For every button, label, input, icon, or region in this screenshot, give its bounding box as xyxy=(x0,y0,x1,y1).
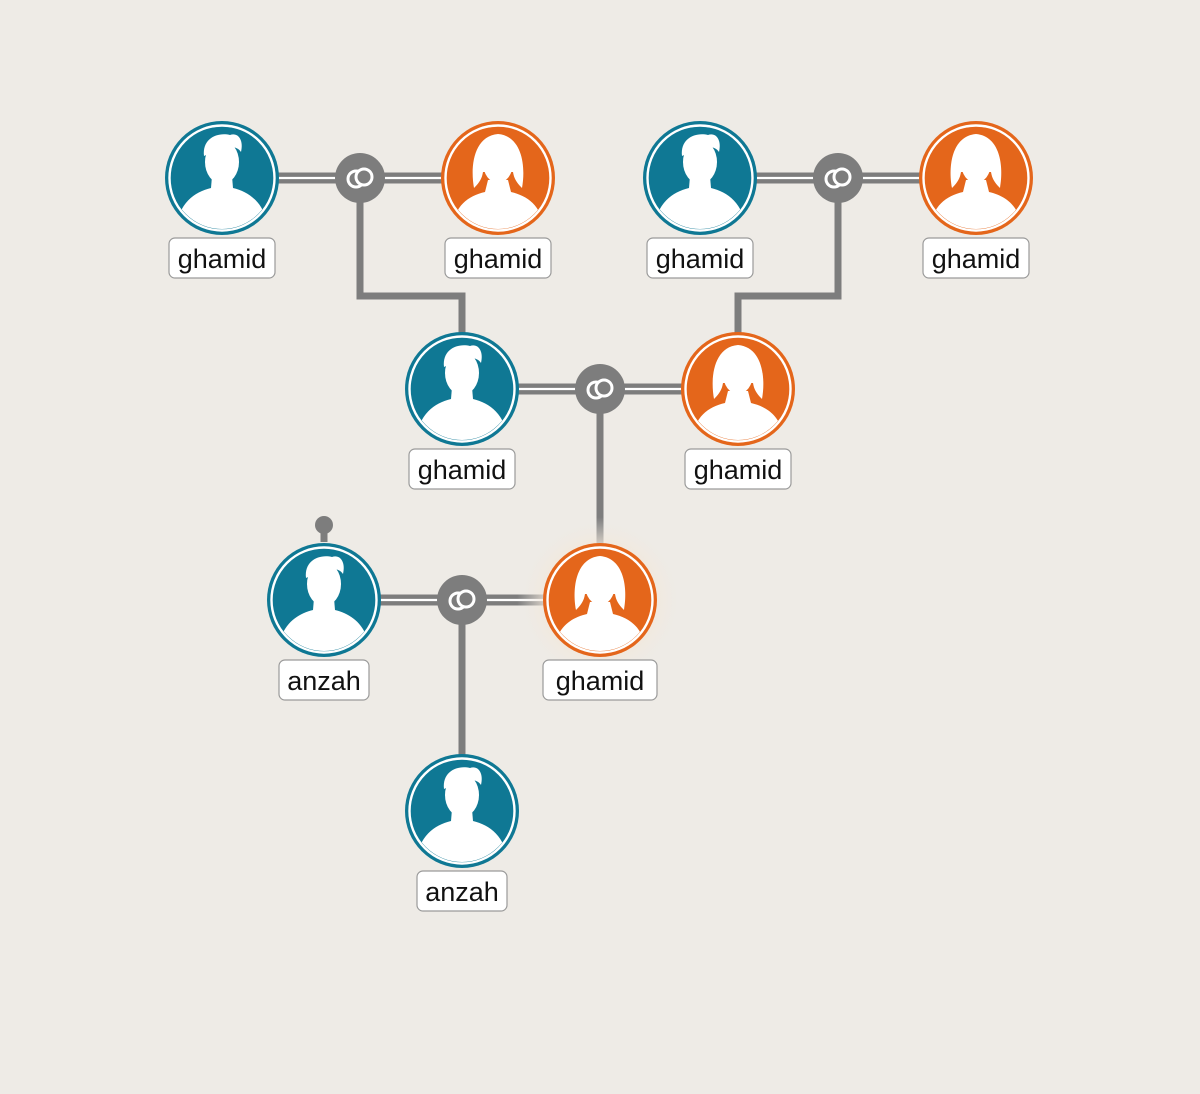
person-node-anzah[interactable]: anzah xyxy=(405,754,519,912)
person-name: ghamid xyxy=(418,455,507,485)
person-name-label: ghamid xyxy=(684,448,792,490)
person-node-ghamid[interactable]: ghamid xyxy=(919,121,1033,279)
male-avatar-icon xyxy=(267,543,381,657)
person-name-label: ghamid xyxy=(922,237,1030,279)
union-nodes xyxy=(335,153,863,625)
female-avatar-icon xyxy=(441,121,555,235)
person-name-label: ghamid xyxy=(646,237,754,279)
child-link xyxy=(734,178,842,334)
marriage-rings-icon xyxy=(448,589,476,611)
male-avatar-icon xyxy=(405,332,519,446)
person-nodes: ghamid ghamid ghamid ghamid ghamid ghamid anza… xyxy=(165,121,1033,912)
person-name: anzah xyxy=(287,666,361,696)
marriage-rings-icon xyxy=(824,167,852,189)
person-node-ghamid[interactable]: ghamid xyxy=(405,332,519,490)
female-avatar-icon xyxy=(681,332,795,446)
female-avatar-icon xyxy=(543,543,657,657)
marriage-rings-icon xyxy=(346,167,374,189)
person-node-ghamid[interactable]: ghamid xyxy=(165,121,279,279)
person-name-label: ghamid xyxy=(408,448,516,490)
person-name: ghamid xyxy=(656,244,745,274)
male-avatar-icon xyxy=(643,121,757,235)
person-node-ghamid[interactable]: ghamid xyxy=(517,517,683,701)
male-avatar-icon xyxy=(405,754,519,868)
person-name: ghamid xyxy=(556,666,645,696)
person-node-ghamid[interactable]: ghamid xyxy=(441,121,555,279)
union-node[interactable] xyxy=(575,364,625,414)
person-name-label: anzah xyxy=(416,870,508,912)
union-node[interactable] xyxy=(813,153,863,203)
child-link xyxy=(356,178,466,334)
union-node[interactable] xyxy=(335,153,385,203)
marriage-rings-icon xyxy=(586,378,614,400)
person-name: ghamid xyxy=(694,455,783,485)
person-name: ghamid xyxy=(932,244,1021,274)
male-avatar-icon xyxy=(165,121,279,235)
add-parent-handle[interactable] xyxy=(315,516,333,542)
person-node-anzah[interactable]: anzah xyxy=(267,516,381,701)
union-node[interactable] xyxy=(437,575,487,625)
female-avatar-icon xyxy=(919,121,1033,235)
person-name: ghamid xyxy=(454,244,543,274)
person-node-ghamid[interactable]: ghamid xyxy=(643,121,757,279)
person-name-label: ghamid xyxy=(168,237,276,279)
person-node-ghamid[interactable]: ghamid xyxy=(681,332,795,490)
person-name-label: anzah xyxy=(278,659,370,701)
person-name: anzah xyxy=(425,877,499,907)
person-name-label: ghamid xyxy=(542,659,658,701)
person-name: ghamid xyxy=(178,244,267,274)
person-name-label: ghamid xyxy=(444,237,552,279)
